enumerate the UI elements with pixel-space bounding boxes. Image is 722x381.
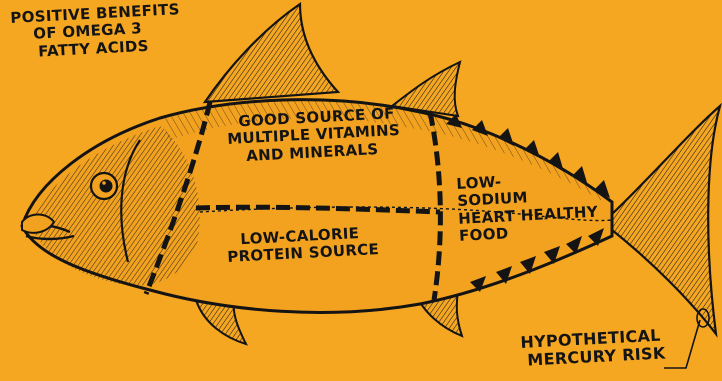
dorsal-fin bbox=[205, 4, 338, 102]
tail-fin bbox=[612, 106, 720, 334]
sodium-label: LOW- SODIUM HEART HEALTHY FOOD bbox=[456, 169, 599, 245]
head-shading bbox=[30, 126, 200, 286]
omega3-label: POSITIVE BENEFITS OF OMEGA 3 FATTY ACIDS bbox=[10, 1, 182, 62]
vitamins-label: GOOD SOURCE OF MULTIPLE VITAMINS AND MIN… bbox=[226, 105, 401, 166]
mercury-label: HYPOTHETICAL MERCURY RISK bbox=[520, 326, 666, 370]
mercury-leader-line bbox=[664, 320, 700, 368]
